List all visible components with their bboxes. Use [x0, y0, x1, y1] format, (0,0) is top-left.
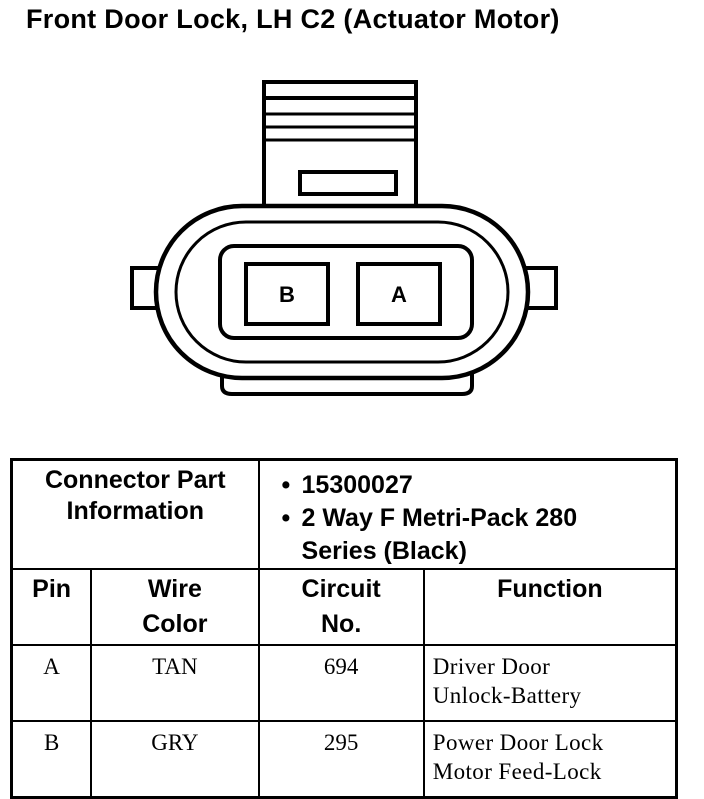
connector-latch	[262, 80, 418, 212]
connector-cavity	[218, 244, 474, 340]
col-header-circuit: Circuit No.	[257, 568, 425, 646]
col-header-function: Function	[422, 568, 678, 646]
part-info-cell: •15300027 •2 Way F Metri-Pack 280 Series…	[257, 458, 678, 570]
part-info-list: •15300027 •2 Way F Metri-Pack 280 Series…	[260, 465, 675, 568]
connector-info-label: Connector Part Information	[10, 458, 260, 570]
row-wire-color: TAN	[90, 644, 260, 722]
pin-label-a: A	[391, 282, 407, 307]
row-circuit: 295	[257, 720, 425, 799]
pin-cavity-b	[244, 262, 330, 326]
table-row: A TAN 694 Driver Door Unlock-Battery	[10, 644, 678, 722]
connector-info-table: Connector Part Information •15300027 •2 …	[10, 458, 678, 799]
pin-cavity-a	[356, 262, 442, 326]
row-function: Power Door Lock Motor Feed-Lock	[422, 720, 678, 799]
connector-diagram: B A	[130, 80, 558, 396]
table-row: B GRY 295 Power Door Lock Motor Feed-Loc…	[10, 720, 678, 799]
row-wire-color: GRY	[90, 720, 260, 799]
row-pin: A	[10, 644, 93, 722]
col-header-pin: Pin	[10, 568, 93, 646]
pin-label-b: B	[279, 282, 295, 307]
col-header-wire-color: Wire Color	[90, 568, 260, 646]
connector-info-label-line1: Connector Part	[44, 466, 226, 494]
row-circuit: 694	[257, 644, 425, 722]
part-series: Series (Black)	[301, 537, 467, 565]
part-info-row: Connector Part Information •15300027 •2 …	[10, 458, 678, 570]
part-description: •2 Way F Metri-Pack 280	[281, 504, 578, 532]
row-function: Driver Door Unlock-Battery	[422, 644, 678, 722]
row-pin: B	[10, 720, 93, 799]
connector-info-label-line2: Information	[66, 497, 205, 525]
diagram-title: Front Door Lock, LH C2 (Actuator Motor)	[26, 4, 560, 34]
column-header-row: Pin Wire Color Circuit No. Function	[10, 568, 678, 646]
connector-body	[153, 203, 531, 381]
part-number: •15300027	[281, 471, 413, 499]
